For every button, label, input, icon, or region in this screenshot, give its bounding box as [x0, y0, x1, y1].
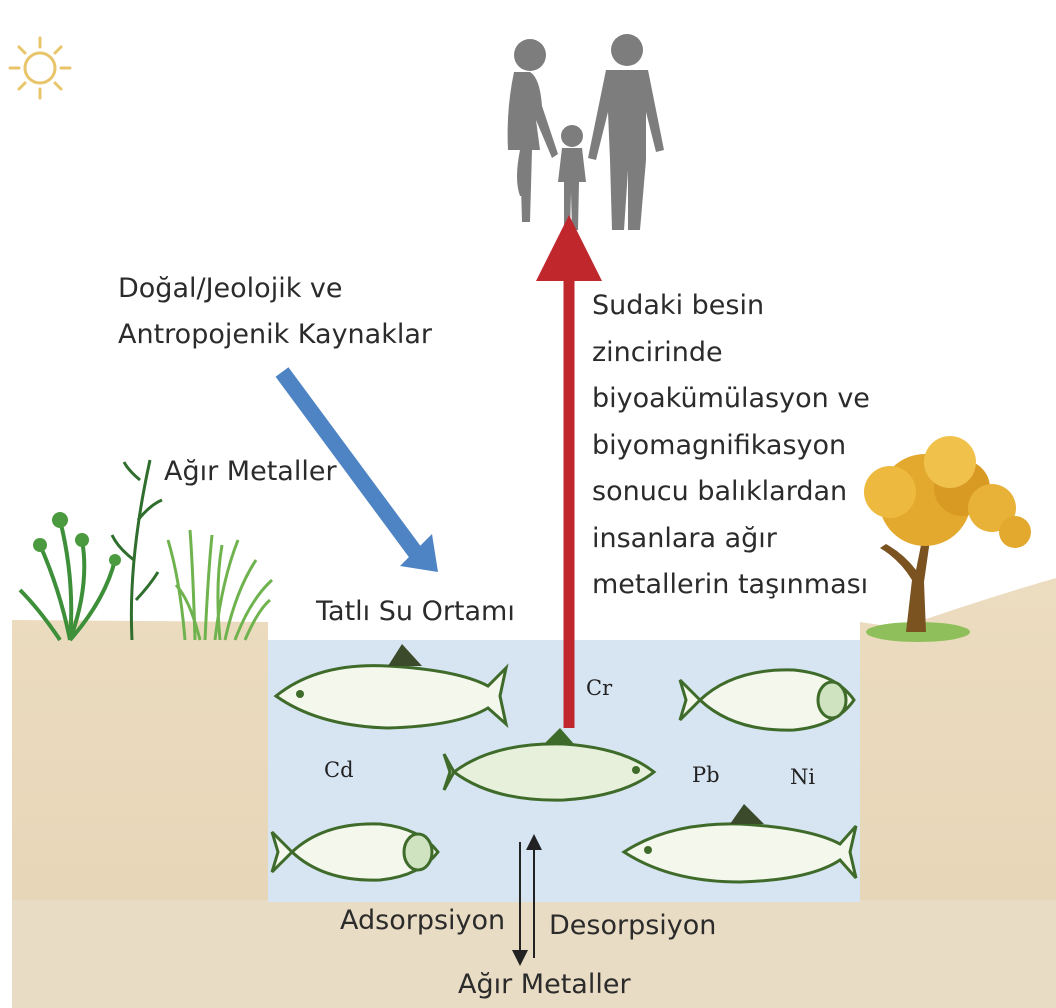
food-chain-line: biyoakümülasyon ve [592, 376, 870, 423]
food-chain-line: zincirinde [592, 330, 870, 377]
adsorption-label: Adsorpsiyon [340, 906, 505, 936]
metal-ni-label: Ni [790, 765, 815, 789]
sources-line-2: Antropojenik Kaynaklar [118, 312, 432, 358]
sun-icon [10, 38, 70, 98]
metal-cd-label: Cd [324, 758, 354, 782]
food-chain-label: Sudaki besin zincirinde biyoakümülasyon … [592, 283, 870, 609]
desorption-label: Desorpsiyon [549, 911, 716, 941]
food-chain-line: biyomagnifikasyon [592, 423, 870, 470]
food-chain-line: metallerin taşınması [592, 562, 870, 609]
sources-label: Doğal/Jeolojik ve Antropojenik Kaynaklar [118, 266, 432, 358]
metal-cr-label: Cr [586, 676, 612, 700]
food-chain-line: Sudaki besin [592, 283, 870, 330]
metal-pb-label: Pb [692, 763, 720, 787]
plant-icon [112, 460, 162, 640]
food-chain-line: sonucu balıklardan [592, 469, 870, 516]
freshwater-label: Tatlı Su Ortamı [316, 597, 515, 627]
food-chain-line: insanlara ağır [592, 516, 870, 563]
sources-line-1: Doğal/Jeolojik ve [118, 266, 432, 312]
heavy-metals-top-label: Ağır Metaller [164, 457, 337, 487]
heavy-metals-bottom-label: Ağır Metaller [458, 970, 631, 1000]
family-silhouette-icon [508, 34, 664, 230]
